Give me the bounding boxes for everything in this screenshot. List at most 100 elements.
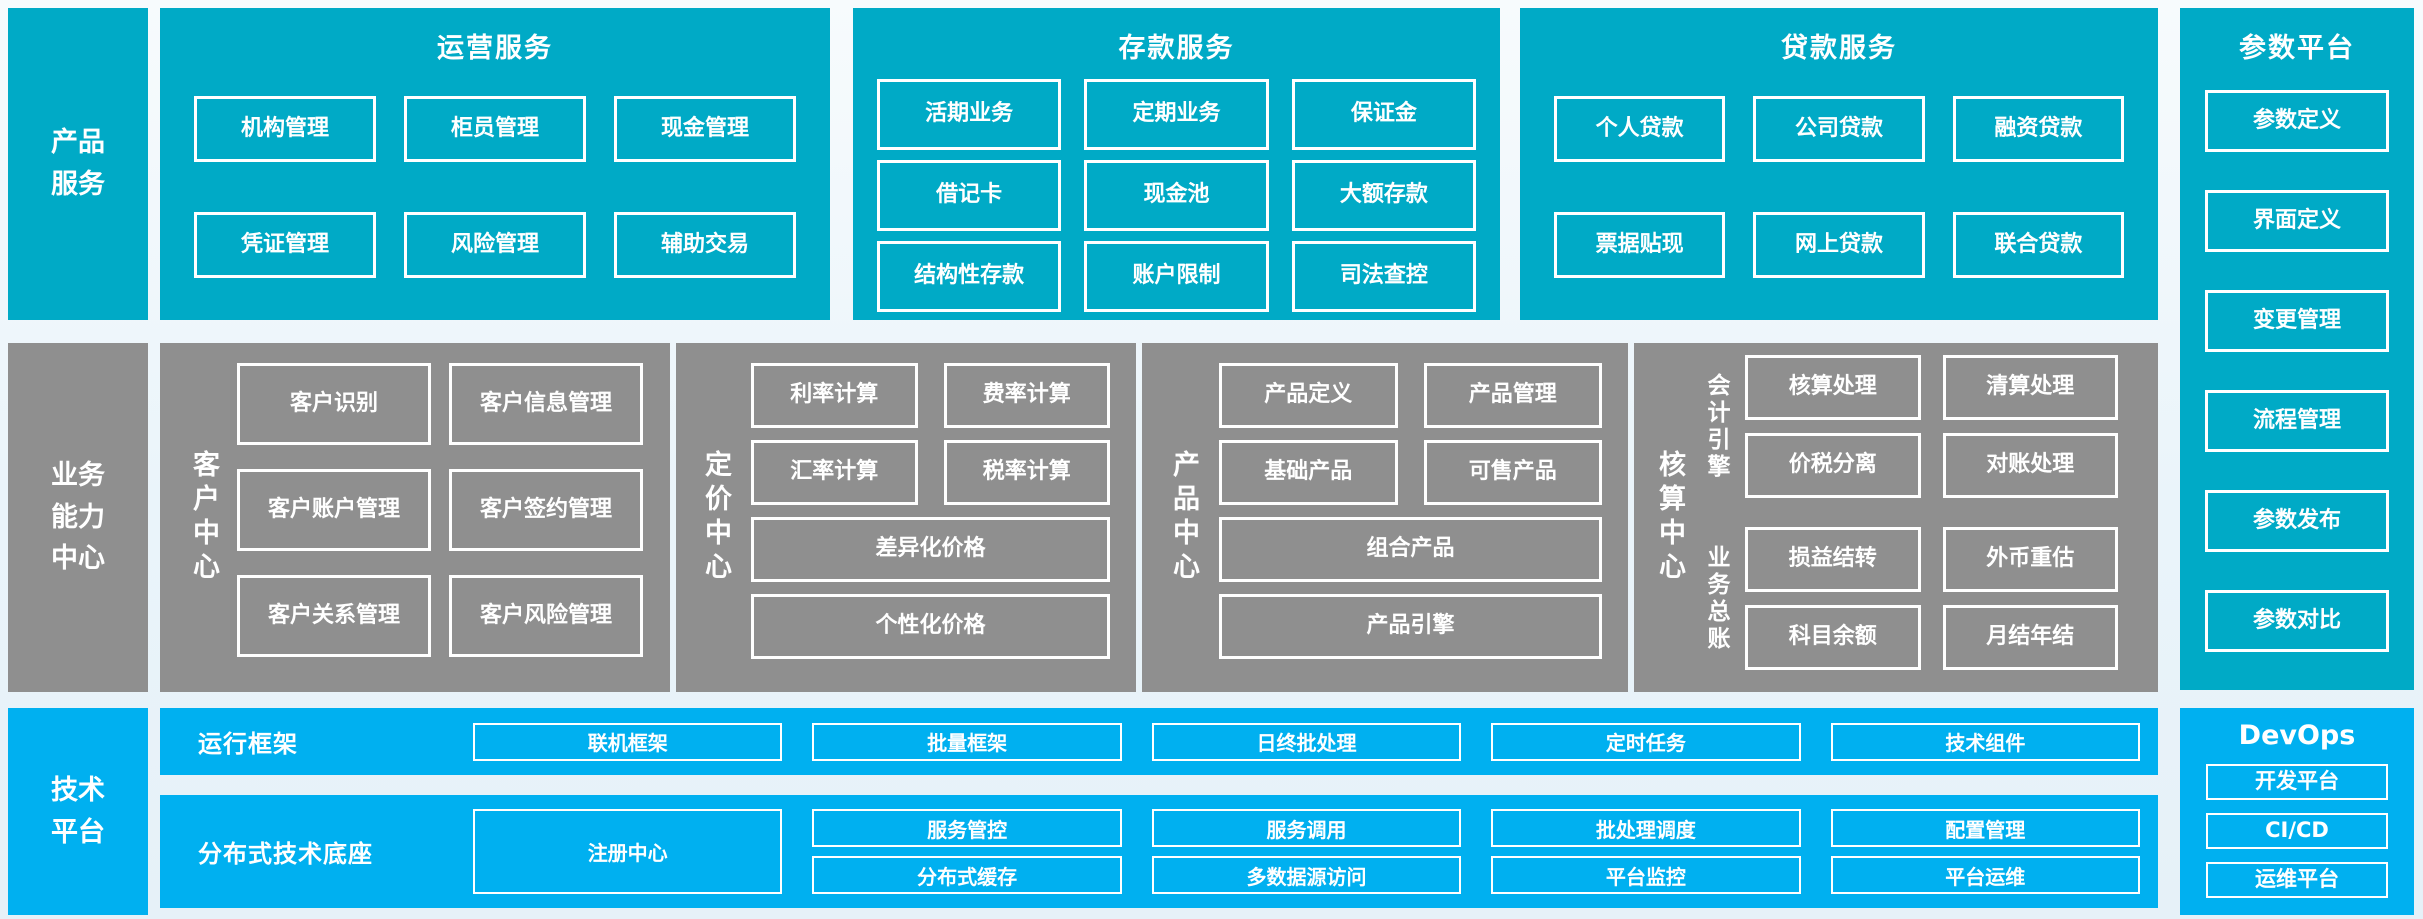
operations-box-grid: 机构管理 柜员管理 现金管理 凭证管理 风险管理 辅助交易 xyxy=(194,96,796,278)
diagram-node: 借记卡 xyxy=(877,160,1062,231)
section-operations-services: 运营服务 机构管理 柜员管理 现金管理 凭证管理 风险管理 辅助交易 xyxy=(160,8,830,320)
diagram-node: 客户识别 xyxy=(237,363,431,445)
diagram-node: 辅助交易 xyxy=(614,212,796,278)
diagram-node: 科目余额 xyxy=(1745,605,1921,670)
diagram-node: CI/CD xyxy=(2206,813,2388,849)
diagram-node: 运维平台 xyxy=(2206,862,2388,898)
diagram-node: 变更管理 xyxy=(2205,290,2389,352)
section-title: 存款服务 xyxy=(1118,33,1235,64)
section-customer-center: 客户中心 客户识别 客户信息管理 客户账户管理 客户签约管理 客户关系管理 客户… xyxy=(160,343,670,692)
diagram-node: 开发平台 xyxy=(2206,764,2388,800)
devops-box-list: 开发平台 CI/CD 运维平台 xyxy=(2206,764,2388,898)
rail-product-services: 产品 服务 xyxy=(8,8,148,320)
band-label: 运行框架 xyxy=(198,730,298,758)
diagram-node: 税率计算 xyxy=(943,440,1110,505)
diagram-node: 网上贷款 xyxy=(1753,212,1925,278)
diagram-node: 基础产品 xyxy=(1219,440,1398,505)
diagram-node: 服务调用 xyxy=(1151,809,1462,847)
diagram-node: 核算处理 xyxy=(1745,355,1921,420)
parameter-box-list: 参数定义 界面定义 变更管理 流程管理 参数发布 参数对比 xyxy=(2205,90,2389,652)
band-distributed-tech-base: 分布式技术底座 注册中心 服务管控 服务调用 批处理调度 配置管理 分布式缓存 … xyxy=(160,795,2158,908)
diagram-node: 多数据源访问 xyxy=(1151,856,1462,894)
diagram-node: 费率计算 xyxy=(943,363,1110,428)
diagram-node: 流程管理 xyxy=(2205,390,2389,452)
ledger-box-grid: 损益结转 外币重估 科目余额 月结年结 xyxy=(1745,527,2118,670)
diagram-node: 保证金 xyxy=(1291,79,1476,150)
diagram-node: 技术组件 xyxy=(1830,722,2141,761)
diagram-node: 外币重估 xyxy=(1942,527,2118,592)
diagram-node: 批处理调度 xyxy=(1491,809,1801,847)
diagram-node: 注册中心 xyxy=(473,809,783,894)
distributed-box-grid: 注册中心 服务管控 服务调用 批处理调度 配置管理 分布式缓存 多数据源访问 平… xyxy=(473,809,2140,894)
diagram-node: 现金池 xyxy=(1084,160,1269,231)
diagram-node: 可售产品 xyxy=(1423,440,1602,505)
diagram-node: 定时任务 xyxy=(1491,722,1801,761)
diagram-node: 产品定义 xyxy=(1219,363,1398,428)
diagram-node: 批量框架 xyxy=(812,722,1122,761)
deposit-box-grid: 活期业务 定期业务 保证金 借记卡 现金池 大额存款 结构性存款 账户限制 司法… xyxy=(877,79,1476,312)
engine-box-grid: 核算处理 清算处理 价税分离 对账处理 xyxy=(1745,355,2118,498)
diagram-node: 联合贷款 xyxy=(1952,212,2124,278)
group-vertical-label: 业务总账 xyxy=(1703,544,1729,653)
section-devops: DevOps 开发平台 CI/CD 运维平台 xyxy=(2180,708,2414,915)
band-label: 分布式技术底座 xyxy=(198,840,373,868)
section-title: 运营服务 xyxy=(437,33,553,64)
section-vertical-title: 核算中心 xyxy=(1654,449,1685,586)
diagram-node: 配置管理 xyxy=(1830,809,2140,847)
diagram-node: 客户账户管理 xyxy=(237,469,431,551)
loan-box-grid: 个人贷款 公司贷款 融资贷款 票据贴现 网上贷款 联合贷款 xyxy=(1554,96,2124,278)
section-vertical-title: 产品中心 xyxy=(1168,449,1199,586)
diagram-node: 分布式缓存 xyxy=(812,856,1122,894)
diagram-node: 损益结转 xyxy=(1745,527,1921,592)
section-title: DevOps xyxy=(2238,720,2356,751)
diagram-node: 账户限制 xyxy=(1084,241,1269,312)
diagram-node: 凭证管理 xyxy=(194,212,376,278)
diagram-node: 个性化价格 xyxy=(751,594,1110,659)
section-deposit-services: 存款服务 活期业务 定期业务 保证金 借记卡 现金池 大额存款 结构性存款 账户… xyxy=(853,8,1500,320)
diagram-node: 公司贷款 xyxy=(1753,96,1925,162)
band-runtime-framework: 运行框架 联机框架 批量框架 日终批处理 定时任务 技术组件 xyxy=(160,708,2158,775)
diagram-node: 服务管控 xyxy=(812,809,1122,847)
diagram-node: 平台运维 xyxy=(1830,856,2140,894)
section-title: 贷款服务 xyxy=(1781,33,1897,64)
diagram-node: 价税分离 xyxy=(1745,433,1921,498)
section-pricing-center: 定价中心 利率计算 费率计算 汇率计算 税率计算 差异化价格 个性化价格 xyxy=(676,343,1136,692)
diagram-node: 利率计算 xyxy=(751,363,918,428)
diagram-node: 参数发布 xyxy=(2205,490,2389,552)
customer-box-grid: 客户识别 客户信息管理 客户账户管理 客户签约管理 客户关系管理 客户风险管理 xyxy=(237,363,643,692)
diagram-node: 结构性存款 xyxy=(877,241,1062,312)
diagram-node: 参数对比 xyxy=(2205,590,2389,652)
diagram-node: 月结年结 xyxy=(1942,605,2118,670)
diagram-node: 定期业务 xyxy=(1084,79,1269,150)
product-box-grid: 产品定义 产品管理 基础产品 可售产品 组合产品 产品引擎 xyxy=(1219,363,1602,692)
diagram-node: 联机框架 xyxy=(473,722,783,761)
diagram-node: 清算处理 xyxy=(1942,355,2118,420)
group-vertical-label: 会计引擎 xyxy=(1703,372,1729,481)
section-parameter-platform: 参数平台 参数定义 界面定义 变更管理 流程管理 参数发布 参数对比 xyxy=(2180,8,2414,690)
section-vertical-title: 客户中心 xyxy=(188,449,219,586)
section-title: 参数平台 xyxy=(2239,33,2355,64)
diagram-node: 差异化价格 xyxy=(751,517,1110,582)
diagram-node: 大额存款 xyxy=(1291,160,1476,231)
rail-tech-platform: 技术 平台 xyxy=(8,708,148,915)
section-loan-services: 贷款服务 个人贷款 公司贷款 融资贷款 票据贴现 网上贷款 联合贷款 xyxy=(1520,8,2158,320)
diagram-node: 平台监控 xyxy=(1491,856,1801,894)
diagram-node: 活期业务 xyxy=(877,79,1062,150)
diagram-node: 对账处理 xyxy=(1942,433,2118,498)
diagram-node: 个人贷款 xyxy=(1554,96,1726,162)
diagram-node: 客户信息管理 xyxy=(449,363,643,445)
diagram-node: 司法查控 xyxy=(1291,241,1476,312)
diagram-node: 现金管理 xyxy=(614,96,796,162)
accounting-group-ledger: 业务总账 损益结转 外币重估 科目余额 月结年结 xyxy=(1699,527,2118,670)
section-accounting-center: 核算中心 会计引擎 核算处理 清算处理 价税分离 对账处理 业务总账 损益结转 … xyxy=(1634,343,2158,692)
rail-business-capability-center: 业务 能力 中心 xyxy=(8,343,148,692)
diagram-node: 汇率计算 xyxy=(751,440,918,505)
diagram-node: 柜员管理 xyxy=(404,96,586,162)
section-vertical-title: 定价中心 xyxy=(700,449,731,586)
diagram-node: 机构管理 xyxy=(194,96,376,162)
diagram-node: 风险管理 xyxy=(404,212,586,278)
diagram-node: 融资贷款 xyxy=(1952,96,2124,162)
diagram-node: 客户关系管理 xyxy=(237,575,431,657)
diagram-node: 组合产品 xyxy=(1219,517,1602,582)
